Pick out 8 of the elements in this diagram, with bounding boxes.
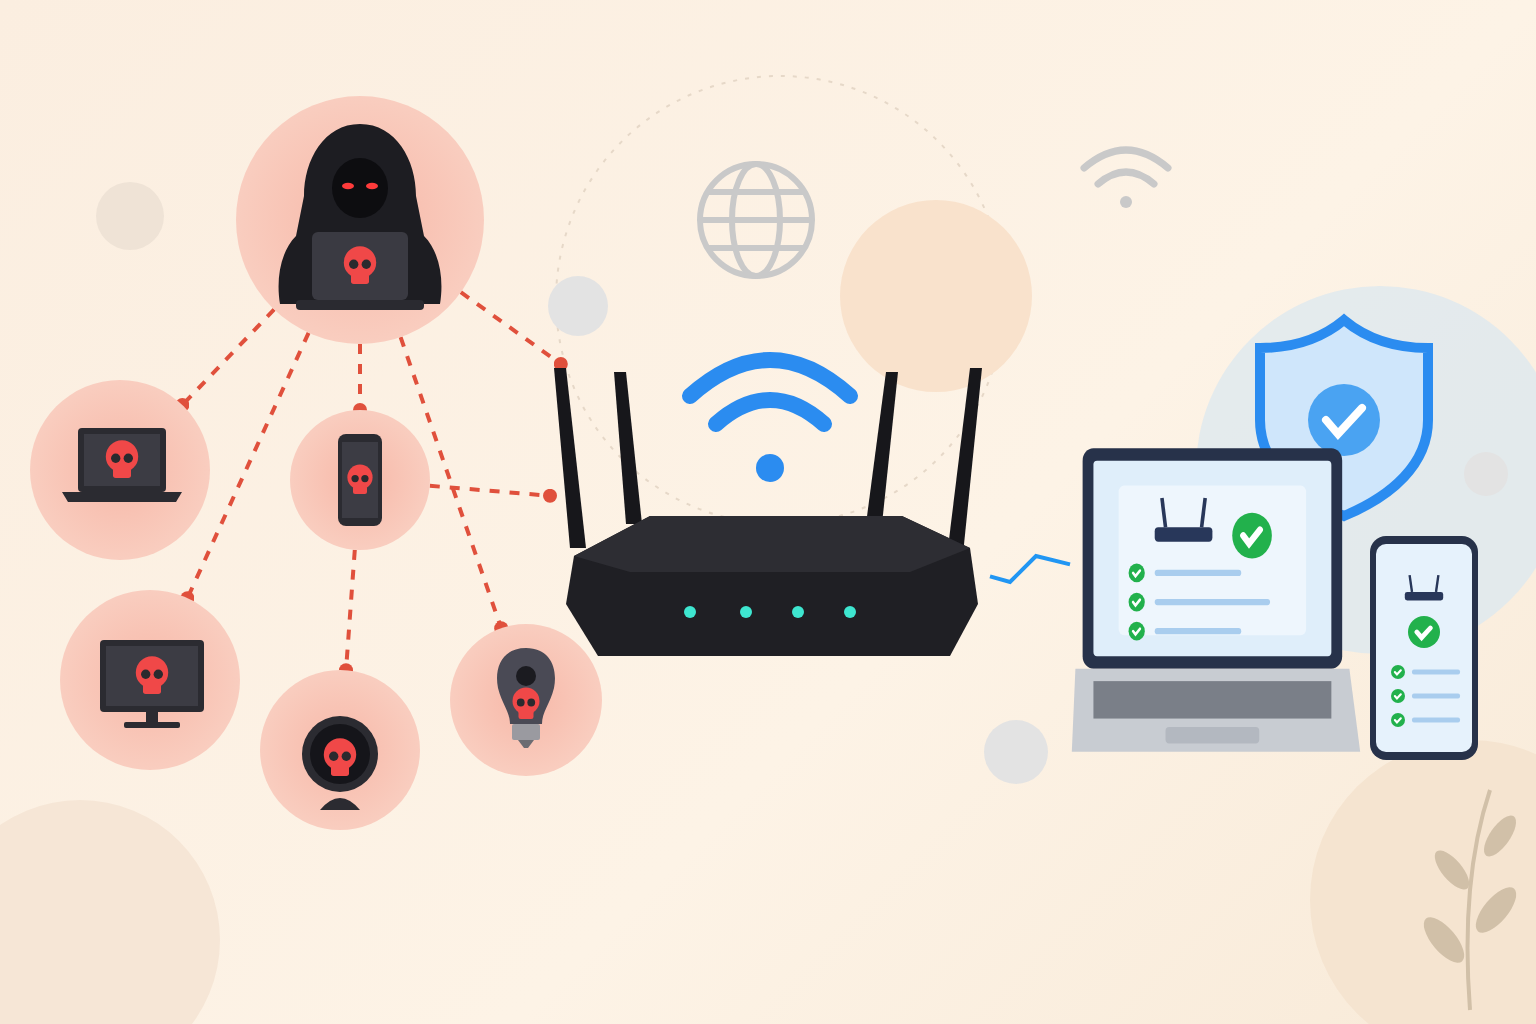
dashed-connector	[175, 308, 276, 412]
dashed-connector	[180, 331, 311, 606]
dashed-connector	[429, 483, 557, 503]
laptop-drawing	[1070, 444, 1362, 756]
connector-line	[989, 553, 1071, 585]
phone-drawing	[1366, 532, 1482, 764]
dashed-connector	[459, 290, 568, 371]
dashed-connector	[398, 336, 509, 636]
